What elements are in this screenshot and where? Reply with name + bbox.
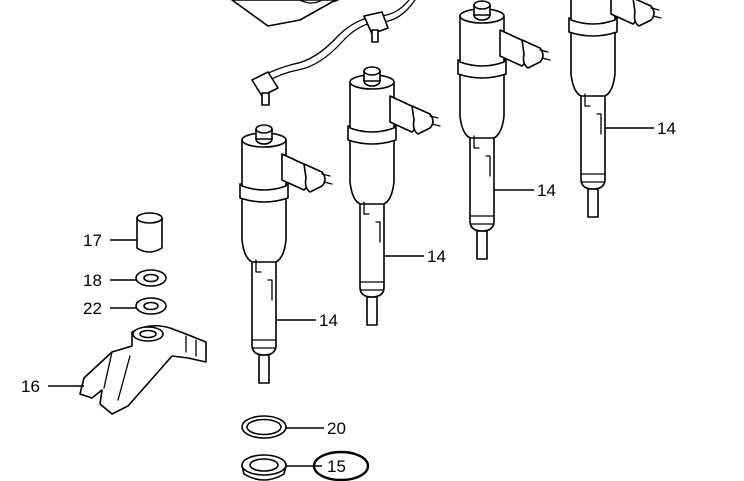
callout-injector-4: 14	[657, 119, 676, 138]
injector-4	[568, 0, 662, 218]
callout-washer-lower: 22	[83, 299, 102, 318]
seal-highlight-circle	[312, 450, 370, 481]
o-ring-part	[241, 415, 287, 439]
callout-collar: 17	[83, 231, 102, 250]
injector-2	[347, 66, 441, 326]
washer-upper-part	[135, 269, 167, 287]
callout-injector-3: 14	[537, 181, 556, 200]
hose-clip	[363, 11, 389, 35]
callout-seal: 15	[327, 457, 346, 476]
return-hose	[265, 0, 416, 83]
top-plate-fragment	[231, 0, 339, 27]
callout-clamp: 16	[21, 377, 40, 396]
injector-3	[457, 0, 551, 260]
callout-injector-2: 14	[427, 247, 446, 266]
seal-part	[241, 454, 287, 481]
collar-part	[136, 212, 163, 253]
clamp-part	[79, 324, 207, 415]
callout-injector-1: 14	[319, 311, 338, 330]
callout-o-ring: 20	[327, 419, 346, 438]
hose-end-fitting	[251, 71, 279, 97]
injector-1	[239, 124, 333, 384]
washer-lower-part	[135, 297, 167, 315]
callout-washer-upper: 18	[83, 271, 102, 290]
